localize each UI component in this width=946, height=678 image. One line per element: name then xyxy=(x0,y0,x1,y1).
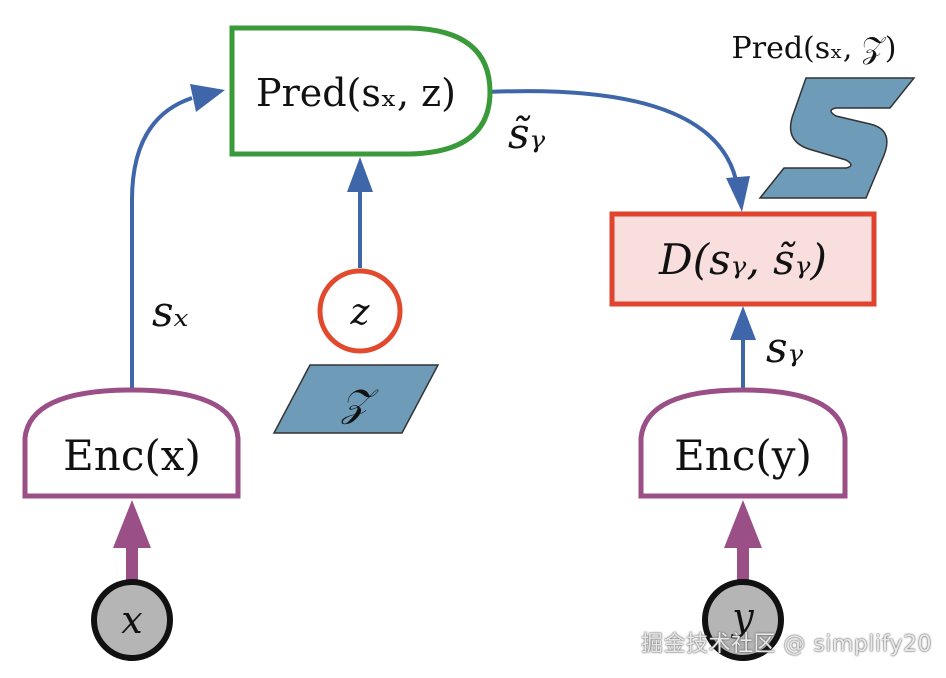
annotation-label: Pred(sₓ, 𝒵) xyxy=(732,31,897,66)
input-x-node xyxy=(91,579,173,661)
arrow-y-to-enc-head xyxy=(724,500,762,548)
arrow-sx-to-pred xyxy=(130,96,193,388)
predictor-node xyxy=(229,25,493,157)
watermark: 掘金技术社区 @ simplify20 xyxy=(640,632,932,657)
input-x-label: x xyxy=(121,598,142,642)
edge-label-sy-tilde: s̃ᵧ xyxy=(508,109,546,158)
encoder-x-node xyxy=(22,387,241,499)
arrow-pred-to-d-head xyxy=(726,176,750,212)
latent-set-node xyxy=(272,364,440,434)
arrow-sx-head xyxy=(190,84,225,112)
latent-z-node xyxy=(317,268,403,354)
input-y-node xyxy=(702,579,784,661)
predictor-label: Pred(sₓ, z) xyxy=(256,71,456,115)
arrow-y-to-enc-shaft xyxy=(737,540,749,580)
encoder-y-label: Enc(y) xyxy=(674,431,812,480)
encoder-y-node xyxy=(638,387,848,499)
edge-label-sx: sₓ xyxy=(152,287,189,336)
input-y-label: y xyxy=(730,595,754,639)
edge-label-sy: sᵧ xyxy=(766,323,804,372)
arrow-pred-to-d xyxy=(487,89,738,181)
arrow-x-to-enc-shaft xyxy=(126,540,138,580)
arrow-z-head xyxy=(347,157,373,192)
encoder-x-label: Enc(x) xyxy=(63,431,201,480)
arrow-sy-head xyxy=(730,306,756,340)
arrow-x-to-enc-head xyxy=(113,500,151,548)
latent-z-label: z xyxy=(350,292,371,333)
energy-label: D(sᵧ, s̃ᵧ) xyxy=(658,235,827,284)
prediction-set-shape xyxy=(758,77,916,199)
energy-node xyxy=(609,211,877,307)
